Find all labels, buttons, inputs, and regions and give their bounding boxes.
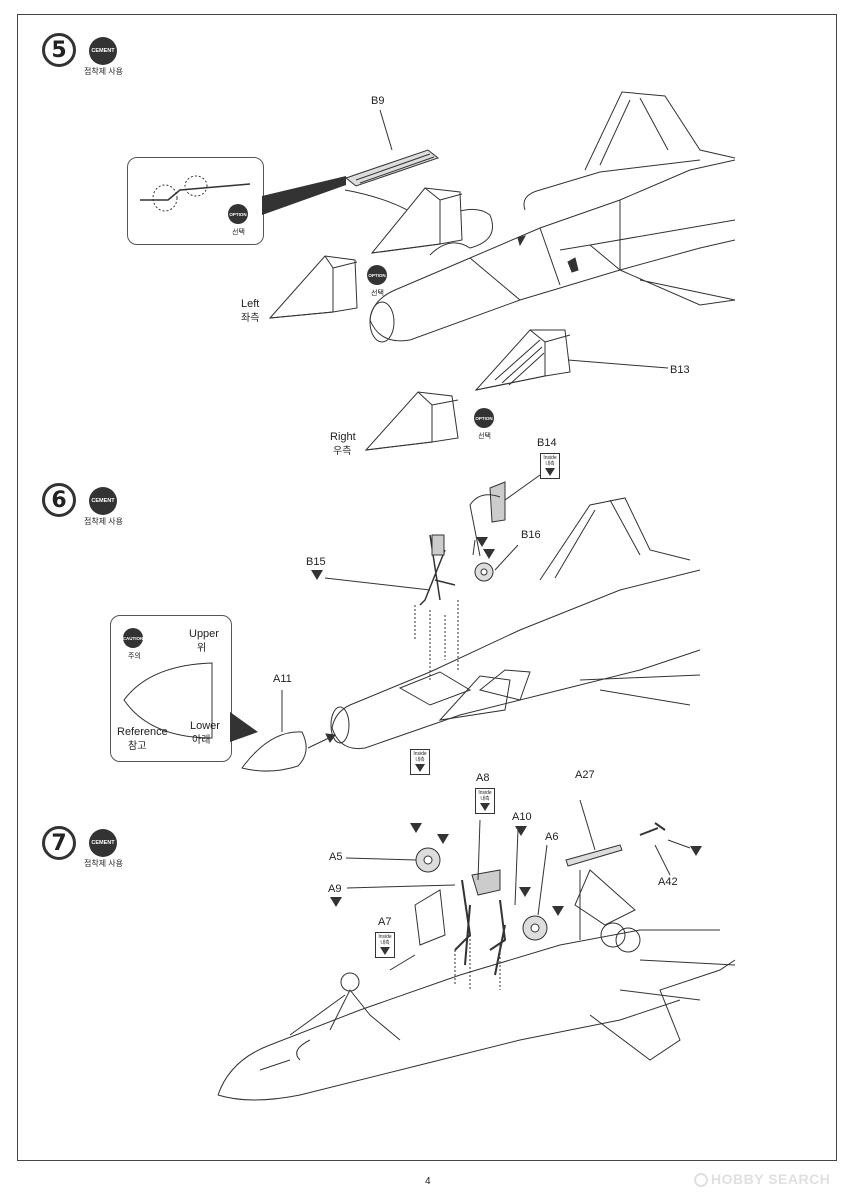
triangle-6-icon <box>311 570 323 580</box>
option-detail-box <box>127 157 264 245</box>
part-b16-label: B16 <box>521 529 541 541</box>
lower-label: Lower <box>190 720 220 732</box>
right-label: Right <box>330 431 356 443</box>
triangle-6-icon <box>483 549 495 559</box>
part-a5-label: A5 <box>329 851 343 863</box>
cement-label: CEMENT <box>90 48 116 54</box>
part-a10-label: A10 <box>512 811 532 823</box>
step-5-number: 5 <box>42 33 76 67</box>
inside-marker: Inside 내측 <box>410 749 430 775</box>
part-b13-label: B13 <box>670 364 690 376</box>
step-7-number: 7 <box>42 826 76 860</box>
triangle-6-icon <box>545 468 555 476</box>
cement-text: 접착제 사용 <box>84 517 124 526</box>
cement-text: 접착제 사용 <box>84 859 124 868</box>
caution-icon: CAUTION <box>123 628 143 648</box>
triangle-6-icon <box>415 764 425 772</box>
option-text: 선택 <box>478 433 491 440</box>
cement-icon: CEMENT <box>89 829 117 857</box>
triangle-6-icon <box>515 826 527 836</box>
option-text: 선택 <box>232 229 245 236</box>
part-a42-label: A42 <box>658 876 678 888</box>
part-a11-label: A11 <box>273 673 292 685</box>
reference-label: Reference <box>117 726 168 738</box>
part-a27-label: A27 <box>575 769 595 781</box>
left-label: Left <box>241 298 260 310</box>
option-icon: OPTION <box>474 408 494 428</box>
triangle-6-icon <box>380 947 390 955</box>
part-a7-label: A7 <box>378 916 392 928</box>
lower-label-ko: 아래 <box>192 735 211 746</box>
inside-marker: Inside 내측 <box>475 788 495 814</box>
part-a9-label: A9 <box>328 883 342 895</box>
part-b9-label: B9 <box>371 95 385 107</box>
option-icon: OPTION <box>228 204 248 224</box>
part-b14-label: B14 <box>537 437 557 449</box>
part-b15-label: B15 <box>306 556 326 568</box>
triangle-1-icon <box>476 537 488 547</box>
triangle-1-icon <box>410 823 422 833</box>
triangle-6-icon <box>552 906 564 916</box>
triangle-1-icon <box>519 887 531 897</box>
hobby-search-logo-icon <box>694 1173 708 1187</box>
watermark: HOBBY SEARCH <box>694 1171 830 1187</box>
inside-marker: Inside 내측 <box>375 932 395 958</box>
cement-text: 접착제 사용 <box>84 67 124 76</box>
upper-label: Upper <box>189 628 219 640</box>
triangle-6-icon <box>480 803 490 811</box>
triangle-6-icon <box>330 897 342 907</box>
page-border <box>17 14 837 1161</box>
reference-label-ko: 참고 <box>128 741 147 752</box>
page-number: 4 <box>425 1176 431 1187</box>
cement-icon: CEMENT <box>89 37 117 65</box>
option-text: 선택 <box>371 290 384 297</box>
caution-text: 주의 <box>128 653 141 660</box>
option-icon: OPTION <box>367 265 387 285</box>
part-a6-label: A6 <box>545 831 559 843</box>
inside-marker: Inside 내측 <box>540 453 560 479</box>
step-6-number: 6 <box>42 483 76 517</box>
triangle-6-icon <box>437 834 449 844</box>
cement-icon: CEMENT <box>89 487 117 515</box>
triangle-4-icon <box>690 846 702 856</box>
left-label-ko: 좌측 <box>241 313 260 324</box>
upper-label-ko: 위 <box>197 643 207 654</box>
part-a8-label: A8 <box>476 772 490 784</box>
right-label-ko: 우측 <box>333 446 352 457</box>
